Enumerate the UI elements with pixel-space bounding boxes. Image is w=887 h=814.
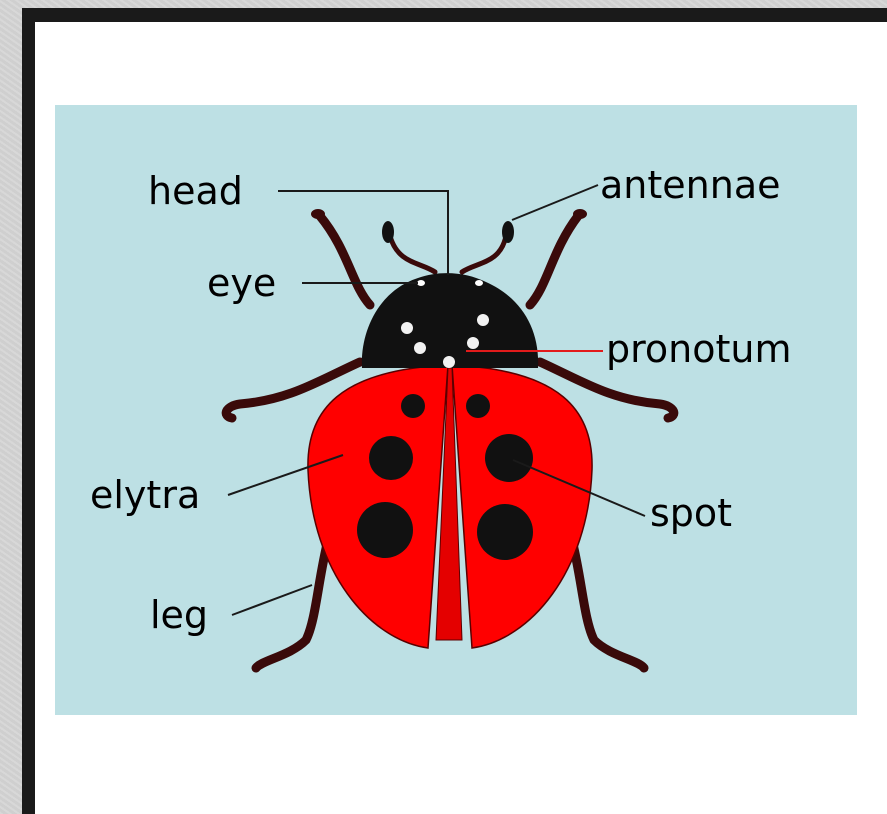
spot-mid-right [485,434,533,482]
label-elytra: elytra [90,473,200,517]
spot-low-left [357,502,413,558]
spot-mid-left [369,436,413,480]
spot-low-right [477,504,533,560]
label-eye: eye [207,261,276,305]
spot-top-left [401,394,425,418]
label-spot: spot [650,491,732,535]
pronotum-dot [477,314,489,326]
antenna-tip-right [502,221,514,243]
label-leg: leg [150,593,208,637]
spot-top-right [466,394,490,418]
pronotum-dot [467,337,479,349]
antenna-tip-left [382,221,394,243]
claw-front-right [573,209,587,219]
pronotum-dot [443,356,455,368]
label-head: head [148,169,243,213]
label-pronotum: pronotum [606,327,792,371]
pronotum-dot [401,322,413,334]
claw-front-left [311,209,325,219]
pronotum-dot [414,342,426,354]
eye-left [417,280,425,286]
eye-right [475,280,483,286]
label-antennae: antennae [600,163,780,207]
